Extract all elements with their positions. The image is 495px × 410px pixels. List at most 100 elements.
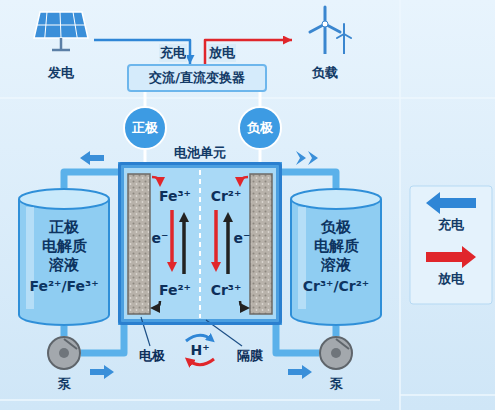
legend-swatch: [424, 244, 478, 270]
pump-art: [47, 336, 81, 370]
part-label: e⁻: [234, 230, 251, 246]
node-text: 负载: [312, 64, 338, 82]
solar-art: [37, 25, 85, 26]
node-text: 泵: [58, 375, 71, 393]
solar-art: [60, 38, 63, 50]
solar-art: [34, 12, 88, 38]
legend-item: 放电: [412, 244, 490, 298]
electrode: [128, 174, 150, 314]
cell-housing: [118, 162, 282, 325]
node-text: Cr³⁺/Cr²⁺: [303, 278, 370, 296]
part-label: 隔膜: [237, 347, 263, 365]
tank-art: [19, 189, 109, 209]
pipe: [64, 172, 118, 188]
electron-arrows: [240, 177, 248, 183]
node-text: 正极: [132, 119, 158, 137]
node-text: 正极 电解质 溶液: [40, 218, 88, 274]
part-label: Fe²⁺: [159, 282, 191, 298]
electron-arrows: [152, 177, 160, 183]
pump-art: [336, 339, 349, 349]
turbine-art: [343, 34, 345, 54]
legend-arrow: [426, 192, 476, 214]
pipe: [81, 325, 124, 353]
node-text: 发电: [48, 64, 74, 82]
part-label: Fe³⁺: [159, 188, 191, 204]
background-grid: [0, 399, 380, 401]
flow-arrow: [90, 365, 114, 379]
pump-art: [64, 339, 77, 349]
flow-arrow: [296, 151, 306, 165]
node-text: 泵: [330, 375, 343, 393]
legend: 充电放电: [412, 190, 490, 298]
flow-arrow: [288, 365, 312, 379]
part-label: H⁺: [190, 342, 209, 358]
pipe: [61, 326, 68, 336]
tank-art: [291, 189, 381, 209]
wire: [144, 92, 147, 106]
edge-label: 充电: [159, 44, 187, 62]
electron-arrows: [240, 301, 246, 308]
node-text: 负极: [247, 119, 273, 137]
battery-cell: 电池单元: [118, 162, 282, 325]
electrolyte-tank: 正极 电解质 溶液 Fe²⁺/Fe³⁺: [18, 188, 110, 326]
turbine-art: [337, 34, 344, 38]
background-grid: [0, 97, 495, 99]
ion-arrows: [214, 210, 218, 268]
electron-arrows: [154, 301, 160, 308]
wire: [94, 40, 190, 64]
part-label: Cr²⁺: [211, 188, 242, 204]
wire: [259, 150, 262, 162]
terminal-circle: 负极: [238, 106, 282, 150]
flow-arrow: [80, 151, 318, 379]
legend-panel: [410, 186, 492, 304]
pump-symbol: 泵: [47, 336, 81, 370]
cell-heading: 电池单元: [174, 144, 226, 162]
pump-art: [320, 337, 352, 369]
ion-arrows: [170, 210, 174, 268]
legend-arrow: [426, 246, 476, 268]
pipe: [276, 325, 319, 353]
turbine-art: [343, 24, 345, 34]
proton-arrows: [188, 359, 214, 365]
pump-symbol: 泵: [319, 336, 353, 370]
node-text: 交流/直流变换器: [149, 69, 245, 87]
part-label: 电极: [139, 347, 165, 365]
pump-art: [59, 348, 69, 358]
tank-art: [291, 199, 381, 325]
background-grid: [400, 394, 495, 396]
proton-arrows: [186, 335, 212, 341]
wire: [205, 40, 292, 64]
legend-swatch: [424, 190, 478, 216]
membrane: [199, 170, 201, 318]
node-text: 负极 电解质 溶液: [312, 218, 360, 274]
turbine-art: [322, 21, 328, 27]
pump-art: [331, 348, 341, 358]
leader-line: [141, 317, 150, 346]
electrode: [250, 174, 272, 314]
tank-art: [19, 199, 109, 325]
ion-arrows: [182, 216, 186, 274]
edge-label: 放电: [208, 44, 236, 62]
leader-line: [141, 317, 242, 346]
pump-art: [319, 336, 353, 370]
flow-arrow: [80, 151, 104, 165]
legend-item: 充电: [412, 190, 490, 244]
wire: [144, 150, 147, 162]
terminal-circle: 正极: [123, 106, 167, 150]
pipe: [282, 172, 336, 188]
legend-text: 放电: [438, 270, 464, 288]
flow-arrow: [308, 151, 318, 165]
background-grid: [399, 0, 401, 410]
ion-arrows: [172, 210, 228, 274]
proton-arrows: [186, 335, 214, 365]
solar-art: [52, 49, 70, 52]
part-label: e⁻: [152, 230, 169, 246]
wire: [259, 92, 262, 106]
turbine-art: [344, 34, 351, 38]
node-text: Fe²⁺/Fe³⁺: [29, 278, 98, 296]
pipe: [333, 326, 340, 336]
